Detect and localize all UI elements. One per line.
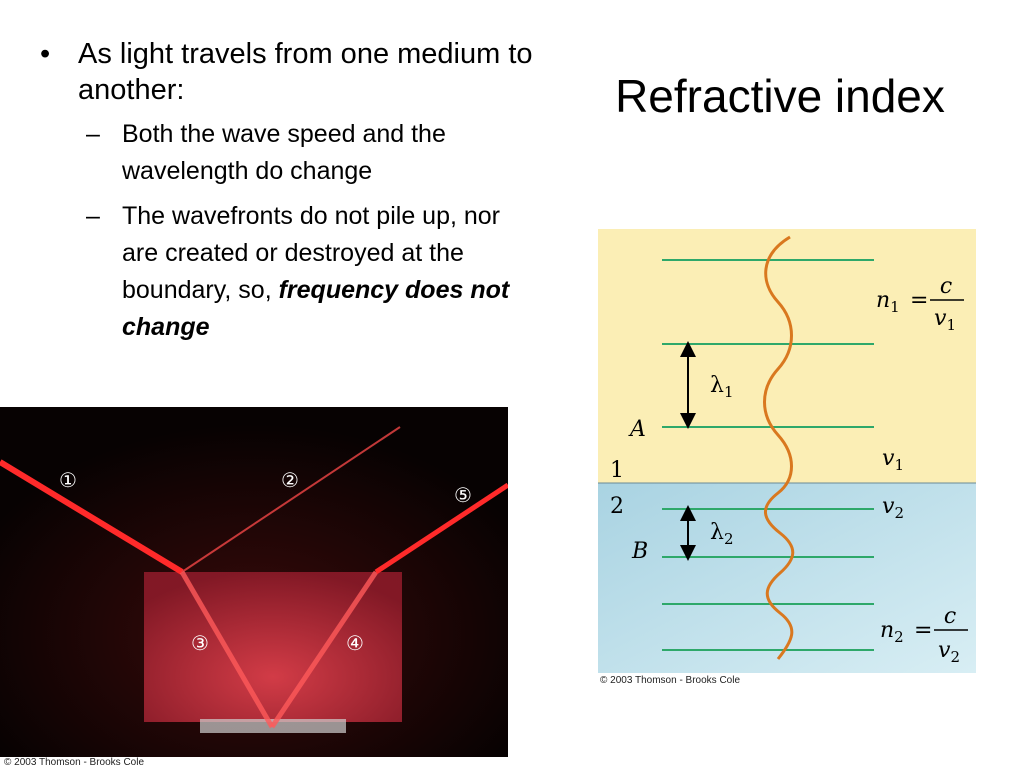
bullet-sub-frequency-text: The wavefronts do not pile up, nor are c… [122,202,501,304]
v2-symbol: v [882,494,895,519]
point-a-label: A [628,417,646,442]
eq2-den-symbol: v [938,638,951,663]
bullet-sub-frequency: The wavefronts do not pile up, nor are c… [34,198,534,346]
beam-refracted-down [179,570,275,729]
eq2-n: n [880,618,894,643]
beam-reflected [181,426,401,573]
v1-subscript: 1 [894,456,904,474]
v1-label: v1 [882,446,904,474]
beam-label-1: ① [59,468,77,492]
medium-2-label: 2 [610,494,624,519]
eq2-equals: = [914,618,932,643]
beam-label-4: ④ [346,631,364,655]
beam-label-5: ⑤ [454,483,472,507]
beam-refracted-up [269,570,379,729]
emphasis-frequency: frequency does not change [122,276,510,341]
light-wave [763,235,795,660]
medium-1-label: 1 [610,458,624,483]
v1-symbol: v [882,446,895,471]
beam-label-2: ② [281,468,299,492]
eq1-n-subscript: 1 [890,298,900,316]
bullet-list: As light travels from one medium to anot… [34,36,534,346]
v2-label: v2 [882,494,904,522]
eq1-den-symbol: v [934,306,947,331]
beam-incident [0,459,184,575]
eq2-n-subscript: 2 [894,628,904,646]
slide-title: Refractive index [615,70,945,122]
lambda2-symbol: λ [710,520,724,545]
eq1-numerator: c [940,274,952,299]
bullet-main: As light travels from one medium to anot… [34,36,534,108]
equation-n2: n2 = c v2 [880,604,968,666]
eq2-numerator: c [944,604,956,629]
eq2-denominator: v2 [938,638,960,666]
v2-subscript: 2 [894,504,904,522]
lambda2-label: λ2 [710,520,734,548]
lambda2-subscript: 2 [724,530,734,548]
eq1-den-subscript: 1 [946,316,956,334]
eq1-denominator: v1 [934,306,956,334]
lambda1-symbol: λ [710,373,724,398]
photo-caption: © 2003 Thomson - Brooks Cole [4,757,145,768]
eq2-den-subscript: 2 [950,648,960,666]
lambda1-subscript: 1 [724,383,734,401]
wavefronts-medium-2 [662,508,874,651]
bullet-sub-speed-wavelength: Both the wave speed and the wavelength d… [34,116,534,190]
equation-n1: n1 = c v1 [876,274,964,334]
lambda1-label: λ1 [710,373,734,401]
refraction-diagram: 1 2 A B λ1 λ2 v1 v2 n1 = c v1 n2 = c v2 [598,229,976,673]
beam-exit [374,482,508,575]
diagram-caption: © 2003 Thomson - Brooks Cole [600,675,741,686]
eq1-n: n [876,288,890,313]
beam-label-3: ③ [191,631,209,655]
eq1-equals: = [910,288,928,313]
eq2-lhs: n2 [880,618,904,646]
medium-2-region [598,483,976,673]
eq1-lhs: n1 [876,288,900,316]
laser-photo: ① ② ⑤ ③ ④ [0,407,508,757]
point-b-label: B [631,539,648,564]
